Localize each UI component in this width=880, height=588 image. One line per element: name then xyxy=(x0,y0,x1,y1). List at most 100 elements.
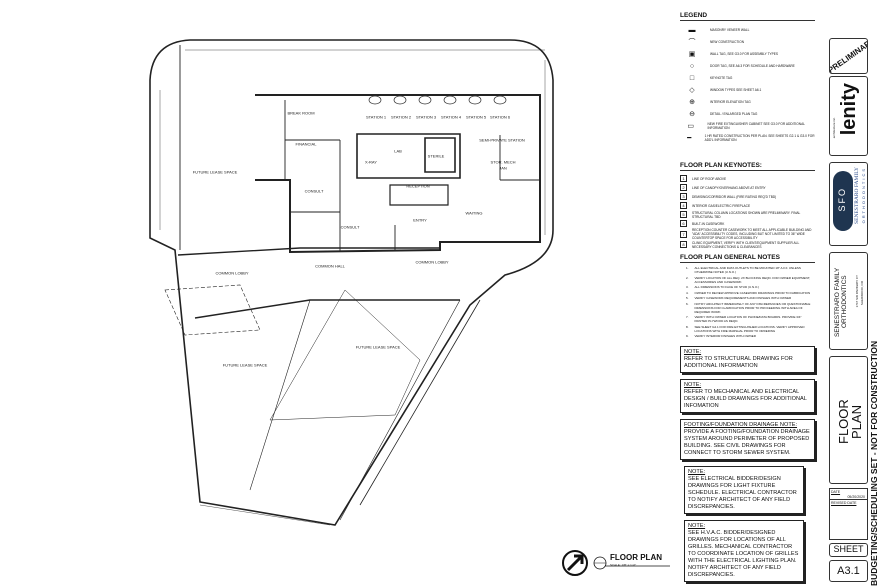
note-electrical: NOTE:SEE ELECTRICAL BIDDER/DESIGN DRAWIN… xyxy=(684,465,804,514)
general-note-number: 6. xyxy=(686,301,689,306)
architect-name: lenity xyxy=(838,83,860,136)
legend-item-label: MASONRY VENEER WALL xyxy=(710,28,750,32)
note-body: REFER TO STRUCTURAL DRAWING FOR ADDITION… xyxy=(684,355,793,369)
general-note-text: NOTIFY ARCHITECT IMMEDIATELY OF ANY DISC… xyxy=(694,301,811,314)
general-note-number: 1. xyxy=(686,266,689,270)
general-note-text: VERIFY WITH OWNER LOCATION OF PHONE/DATA… xyxy=(694,315,802,323)
general-note-number: 5. xyxy=(686,296,689,300)
note-title: NOTE: xyxy=(688,468,706,475)
general-note-number: 8. xyxy=(686,324,689,329)
right-storefront xyxy=(349,299,481,506)
sheet-number: A3.1 xyxy=(829,560,868,582)
note-footing-drainage: FOOTING/FOUNDATION DRAINAGE NOTE:PROVIDE… xyxy=(680,418,815,460)
legend-symbol-icon: ⌒ xyxy=(688,39,696,46)
room-label-consult: CONSULT xyxy=(340,224,360,230)
legend-item-label: NEW FIRE EXTINGUISHER CABINET SEE G3.0 F… xyxy=(707,122,805,130)
general-notes: FLOOR PLAN GENERAL NOTES 1. ALL ELECTRICA… xyxy=(680,254,815,582)
legend-item-label: 1 HR RATED CONSTRUCTION PER PLAN. SEE SH… xyxy=(704,134,815,142)
keynote-item: 8 CLINIC EQUIPMENT, VERIFY WITH CLIENT/EQ… xyxy=(680,240,815,249)
general-note-text: ALL ELECTRICAL AND DATA OUTLETS TO BE MO… xyxy=(694,266,801,274)
note-body: PROVIDE A FOOTING/FOUNDATION DRAINAGE SY… xyxy=(684,428,810,456)
note-body: REFER TO MECHANICAL AND ELECTRICAL DESIG… xyxy=(684,388,807,409)
note-title: FOOTING/FOUNDATION DRAINAGE NOTE: xyxy=(684,421,798,428)
date-value: 05/20/2020 xyxy=(830,495,867,500)
legend-symbol-icon: ○ xyxy=(689,62,695,70)
status-stamp: PRELIMINARY xyxy=(829,38,868,74)
sheet-label: SHEET xyxy=(829,543,868,557)
keynote-text: CLINIC EQUIPMENT, VERIFY WITH CLIENT/EQU… xyxy=(692,240,800,249)
legend-item: ◇ WINDOW TYPES SEE SHEET A6.1 xyxy=(680,84,815,96)
general-note-item: 2.VERIFY LOCATION OF ALL REQ. 2X BLOCKIN… xyxy=(686,276,815,284)
legend-symbol-icon: ◇ xyxy=(689,87,695,94)
general-note-item: 6. NOTIFY ARCHITECT IMMEDIATELY OF ANY DI… xyxy=(686,302,815,314)
room-label-semi-private-station: SEMI-PRIVATE STATION xyxy=(479,137,525,143)
general-note-item: 1. ALL ELECTRICAL AND DATA OUTLETS TO BE … xyxy=(686,266,815,274)
room-label-future-lease-space: FUTURE LEASE SPACE xyxy=(192,169,238,175)
keynote-text: STRUCTURAL COLUMN LOCATIONS SHOWN ARE PR… xyxy=(692,210,801,219)
legend-symbol-icon: □ xyxy=(689,74,695,82)
architect-subtitle: architecture inc. xyxy=(832,117,836,139)
legend-item: ▣WALL TAG, SEE G3.0 FOR ASSEMBLY TYPES xyxy=(680,48,815,60)
building-outline xyxy=(149,39,554,526)
note-title: NOTE: xyxy=(684,381,702,388)
project-info: SENESTRARO FAMILY ORTHODONTICS 1747 SW P… xyxy=(829,252,868,350)
project-city: SHERWOOD, OR xyxy=(860,281,864,306)
note-structural: NOTE:REFER TO STRUCTURAL DRAWING FOR ADD… xyxy=(680,346,815,373)
legend: LEGEND ▬MASONRY VENEER WALL⌒NEW CONSTRUC… xyxy=(680,12,815,144)
sheet-title-text: FLOOR PLAN xyxy=(836,399,864,445)
keynote-tag: 6 xyxy=(680,220,687,227)
sheet-title: FLOOR PLAN xyxy=(829,356,868,484)
north-arrow-icon xyxy=(562,550,670,576)
legend-item: □KEYNOTE TAG xyxy=(680,72,815,84)
legend-symbol-icon: ━ xyxy=(687,135,692,142)
general-note-number: 7. xyxy=(686,315,689,319)
floor-plan-drawing xyxy=(149,39,670,576)
general-note-text: ALL DIMENSIONS TO FACE OF STUD (U.N.O.) xyxy=(694,285,760,289)
keynote-tag: 7 xyxy=(680,230,687,238)
legend-item: ⊖DETAIL / ENLARGED PLAN TAG xyxy=(680,108,815,120)
date-label: DATE xyxy=(831,490,841,494)
keynote-text: RECEPTION COUNTER CASEWORK TO MEET ALL A… xyxy=(692,228,812,240)
legend-symbol-icon: ▭ xyxy=(687,123,695,130)
room-label-lab: LAB xyxy=(394,148,402,154)
client-logo-sub: ORTHODONTICS xyxy=(861,167,866,224)
future-lease-divider xyxy=(249,299,461,521)
note-title: NOTE: xyxy=(688,522,706,529)
legend-symbol-icon: ▬ xyxy=(688,26,696,34)
keynote-item: 7 RECEPTION COUNTER CASEWORK TO MEET ALL … xyxy=(680,228,815,240)
drawing-title: FLOOR PLAN xyxy=(610,553,662,562)
reception-counter xyxy=(389,184,449,206)
room-label-x-ray: X-RAY xyxy=(365,159,377,165)
notes-stack: NOTE: REFER TO STRUCTURAL DRAWING FOR ADD… xyxy=(680,346,815,582)
legend-symbol-icon: ▣ xyxy=(688,51,696,58)
note-hvac: NOTE:SEE H.V.A.C. BIDDER/DESIGNED DRAWIN… xyxy=(684,519,804,582)
general-note-item: 5. VERIFY CASEWORK REQUIREMENTS AND FINIS… xyxy=(686,296,815,300)
general-notes-heading: FLOOR PLAN GENERAL NOTES xyxy=(680,254,815,263)
legend-item-label: DOOR TAG, SEE A6.3 FOR SCHEDULE AND HARD… xyxy=(710,64,795,68)
room-label-station-4: STATION 4 xyxy=(440,114,462,120)
note-mechanical-electrical: NOTE:REFER TO MECHANICAL AND ELECTRICAL … xyxy=(680,378,815,413)
architect-logo: lenity architecture inc. xyxy=(829,76,868,156)
room-label-station-1: STATION 1 xyxy=(365,114,387,120)
keynote-text: INTERIOR GAS/ELECTRIC FIREPLACE xyxy=(692,203,751,208)
lab-block xyxy=(356,133,461,179)
room-label-reception: RECEPTION xyxy=(406,183,430,189)
general-note-number: 9. xyxy=(686,334,689,338)
room-label-break-room: BREAK ROOM xyxy=(287,110,315,116)
legend-item-label: WINDOW TYPES SEE SHEET A6.1 xyxy=(710,88,762,92)
keynote-tag: 8 xyxy=(680,241,687,248)
general-note-text: SEE SHEET G2.1 FOR FIRE EXTINGUISHER LOC… xyxy=(694,324,805,333)
general-note-text: VERIFY CASEWORK REQUIREMENTS AND FINISHE… xyxy=(694,296,792,300)
room-label-financial: FINANCIAL xyxy=(295,141,317,147)
room-label-common-lobby: COMMON LOBBY xyxy=(415,259,449,265)
general-note-text: VERIFY LOCATION OF ALL REQ. 2X BLOCKING … xyxy=(694,275,811,284)
common-hall-wall xyxy=(177,247,460,319)
keynote-tag: 3 xyxy=(680,193,687,200)
room-label-common-hall: COMMON HALL xyxy=(315,263,345,269)
general-note-text: OWNER TO REVIEW APPROVE CASEWORK DRAWING… xyxy=(694,290,811,295)
